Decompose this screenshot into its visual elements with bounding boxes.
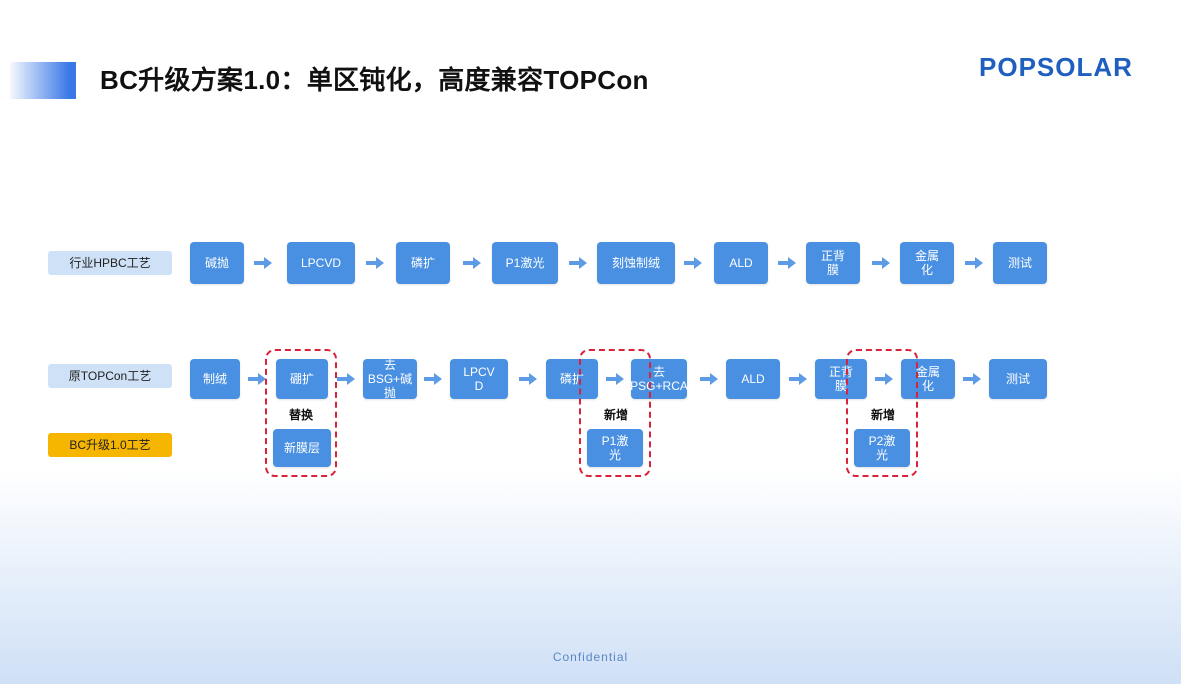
hpbc-step-9: 测试 <box>993 242 1047 284</box>
title-accent-bar <box>10 62 76 99</box>
add-note-1: 新增 <box>603 408 628 422</box>
row-label-topcon: 原TOPCon工艺 <box>48 364 172 388</box>
bc-p1-laser-step: P1激光 <box>587 429 643 467</box>
arrow-right-icon <box>778 257 796 269</box>
arrow-right-icon <box>519 373 537 385</box>
background-gradient <box>0 469 1181 684</box>
hpbc-step-4: P1激光 <box>492 242 558 284</box>
add-highlight-frame-1 <box>579 349 651 477</box>
confidential-footer: Confidential <box>552 650 629 664</box>
arrow-right-icon <box>963 373 981 385</box>
arrow-right-icon <box>872 257 890 269</box>
arrow-right-icon <box>424 373 442 385</box>
bc-p2-laser-step: P2激光 <box>854 429 910 467</box>
bc-new-layer-step: 新膜层 <box>273 429 331 467</box>
arrow-right-icon <box>463 257 481 269</box>
replace-note: 替换 <box>288 408 313 422</box>
company-logo: POPSOLAR <box>979 52 1133 82</box>
arrow-right-icon <box>684 257 702 269</box>
arrow-right-icon <box>366 257 384 269</box>
arrow-right-icon <box>965 257 983 269</box>
topcon-step-7: ALD <box>726 359 780 399</box>
topcon-step-5: 磷扩 <box>546 359 598 399</box>
page-title: BC升级方案1.0：单区钝化，高度兼容TOPCon <box>100 65 649 95</box>
add-highlight-frame-2 <box>846 349 918 477</box>
topcon-step-4: LPCVD <box>450 359 508 399</box>
row-label-bc: BC升级1.0工艺 <box>48 433 172 457</box>
hpbc-step-2: LPCVD <box>287 242 355 284</box>
replace-highlight-frame <box>265 349 337 477</box>
hpbc-step-8: 金属化 <box>900 242 954 284</box>
topcon-step-10: 测试 <box>989 359 1047 399</box>
topcon-step-3: 去BSG+碱抛 <box>363 358 417 400</box>
hpbc-step-7: 正背膜 <box>806 242 860 284</box>
add-note-2: 新增 <box>870 408 895 422</box>
arrow-right-icon <box>337 373 355 385</box>
topcon-step-6: 去PSG+RCA <box>630 359 688 399</box>
arrow-right-icon <box>606 373 624 385</box>
row-label-hpbc: 行业HPBC工艺 <box>48 251 172 275</box>
hpbc-step-5: 刻蚀制绒 <box>597 242 675 284</box>
arrow-right-icon <box>875 373 893 385</box>
topcon-step-9: 金属化 <box>901 359 955 399</box>
hpbc-step-1: 碱抛 <box>190 242 244 284</box>
arrow-right-icon <box>248 373 266 385</box>
topcon-step-1: 制绒 <box>190 359 240 399</box>
arrow-right-icon <box>700 373 718 385</box>
hpbc-step-3: 磷扩 <box>396 242 450 284</box>
arrow-right-icon <box>789 373 807 385</box>
arrow-right-icon <box>254 257 272 269</box>
hpbc-step-6: ALD <box>714 242 768 284</box>
topcon-step-2: 硼扩 <box>276 359 328 399</box>
arrow-right-icon <box>569 257 587 269</box>
